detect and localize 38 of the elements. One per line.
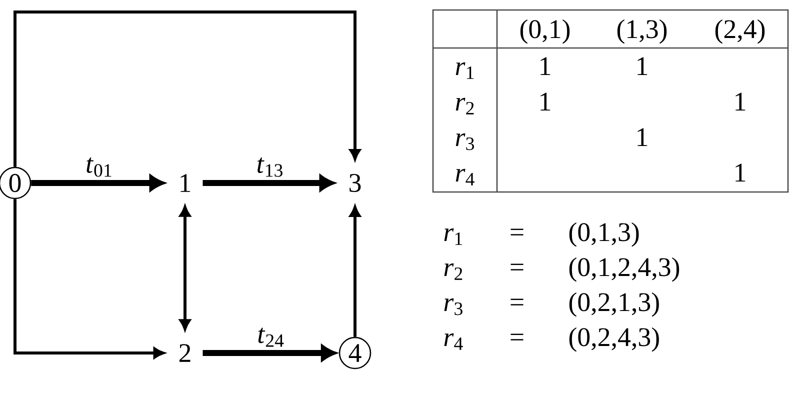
double-arrow bbox=[179, 206, 191, 330]
column-header: (0,1) bbox=[520, 19, 570, 44]
edge-label: t$_{01}$ bbox=[84, 156, 114, 178]
node-number: 2 bbox=[179, 344, 190, 362]
row-header: r$_{2}$ bbox=[456, 98, 474, 114]
column-header: (2,4) bbox=[715, 19, 765, 44]
equals-sign: = bbox=[510, 228, 524, 236]
table-cell: 1 bbox=[638, 57, 648, 75]
edge-label: t$_{13}$ bbox=[255, 156, 285, 178]
route-sequence: (0,1,2,4,3) bbox=[569, 257, 680, 282]
arrow bbox=[349, 206, 361, 337]
route-name: r$_{4}$ bbox=[444, 333, 463, 350]
table-cell: 1 bbox=[638, 128, 648, 146]
edge-label: t$_{24}$ bbox=[256, 326, 286, 348]
node-number: 3 bbox=[350, 174, 361, 192]
table-cell: 1 bbox=[736, 164, 746, 182]
route-name: r$_{3}$ bbox=[444, 298, 462, 316]
equals-sign: = bbox=[510, 264, 524, 270]
table-cell: 1 bbox=[540, 92, 550, 110]
table-cell: 1 bbox=[736, 92, 746, 110]
column-header: (1,3) bbox=[617, 19, 667, 44]
arrow bbox=[14, 10, 361, 167]
row-header: r$_{3}$ bbox=[456, 133, 474, 150]
equals-sign: = bbox=[510, 298, 524, 306]
route-sequence: (0,2,4,3) bbox=[569, 327, 659, 352]
route-name: r$_{2}$ bbox=[444, 263, 462, 280]
circled-number: 0 bbox=[0, 166, 32, 200]
row-header: r$_{4}$ bbox=[456, 168, 474, 186]
row-header: r$_{1}$ bbox=[456, 62, 474, 79]
route-sequence: (0,1,3) bbox=[569, 222, 639, 247]
table-cell: 1 bbox=[540, 57, 550, 75]
route-name: r$_{1}$ bbox=[444, 228, 462, 245]
circled-number: 4 bbox=[338, 336, 372, 370]
route-sequence: (0,2,1,3) bbox=[569, 292, 659, 317]
arrow bbox=[14, 199, 164, 359]
arrow bbox=[202, 345, 336, 361]
equals-sign: = bbox=[510, 334, 524, 340]
node-number: 1 bbox=[180, 174, 190, 192]
